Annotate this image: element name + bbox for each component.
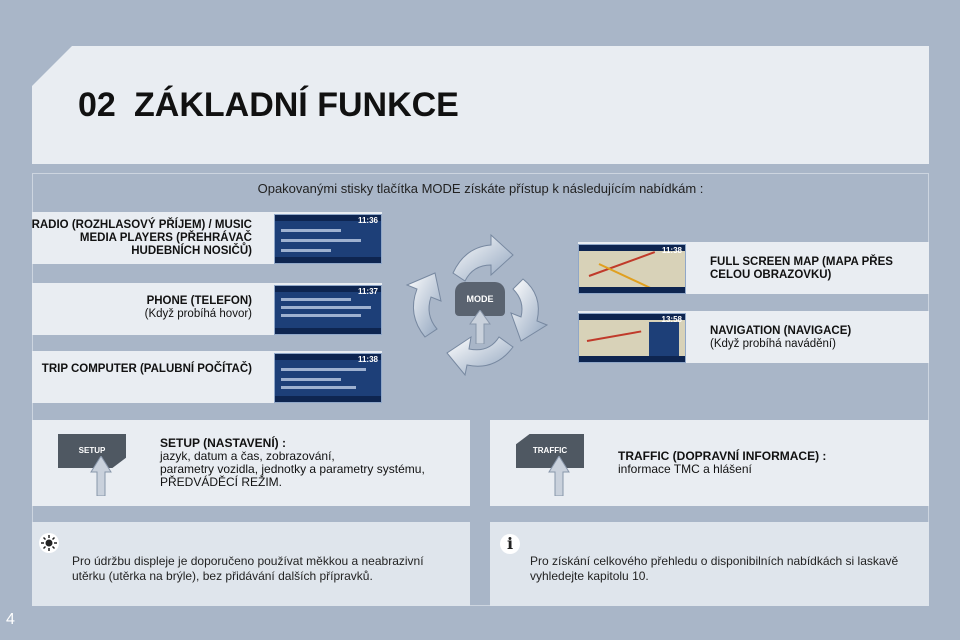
note-line: vyhledejte kapitolu 10. bbox=[530, 569, 649, 583]
mode-row-navigation: 13:58 NAVIGATION (NAVIGACE) (Když probíh… bbox=[578, 311, 929, 363]
chapter-number: 02 bbox=[78, 86, 116, 124]
mode-label-phone: PHONE (TELEFON) (Když probíhá hovor) bbox=[22, 295, 252, 321]
traffic-box: TRAFFIC TRAFFIC (DOPRAVNÍ INFORMACE) : i… bbox=[490, 420, 929, 506]
mode-subtitle-phone: (Když probíhá hovor) bbox=[144, 308, 252, 320]
mode-title-trip: TRIP COMPUTER (PALUBNÍ POČÍTAČ) bbox=[41, 363, 252, 375]
mode-label-radio: RADIO (ROZHLASOVÝ PŘÍJEM) / MUSIC MEDIA … bbox=[22, 219, 252, 258]
mode-title-phone: PHONE (TELEFON) bbox=[146, 295, 252, 307]
info-icon: i bbox=[500, 534, 520, 554]
press-arrow-icon bbox=[469, 310, 491, 344]
traffic-line: informace TMC a hlášení bbox=[618, 462, 752, 476]
sun-icon bbox=[39, 533, 59, 553]
mode-row-radio: RADIO (ROZHLASOVÝ PŘÍJEM) / MUSIC MEDIA … bbox=[32, 212, 382, 264]
mode-subtitle-navigation: (Když probíhá navádění) bbox=[710, 338, 836, 350]
setup-line: PŘEDVÁDĚCÍ REŽIM. bbox=[160, 475, 283, 489]
mode-row-phone: PHONE (TELEFON) (Když probíhá hovor) 11:… bbox=[32, 283, 382, 335]
setup-box: SETUP SETUP (NASTAVENÍ) : jazyk, datum a… bbox=[32, 420, 470, 506]
trip-screen: 11:38 bbox=[274, 353, 382, 403]
press-arrow-icon bbox=[548, 456, 570, 496]
note-line: Pro údržbu displeje je doporučeno použív… bbox=[72, 554, 424, 568]
mode-label-trip: TRIP COMPUTER (PALUBNÍ POČÍTAČ) bbox=[22, 363, 252, 376]
mode-label-navigation: NAVIGATION (NAVIGACE) (Když probíhá navá… bbox=[710, 325, 930, 351]
setup-text: SETUP (NASTAVENÍ) : jazyk, datum a čas, … bbox=[160, 437, 425, 489]
setup-key: SETUP bbox=[58, 434, 126, 468]
screen-time: 11:38 bbox=[661, 246, 682, 255]
phone-screen: 11:37 bbox=[274, 285, 382, 335]
navigation-screen: 13:58 bbox=[578, 313, 686, 363]
traffic-text: TRAFFIC (DOPRAVNÍ INFORMACE) : informace… bbox=[618, 450, 826, 476]
traffic-key: TRAFFIC bbox=[516, 434, 584, 468]
cycle-arrows-icon bbox=[405, 233, 549, 377]
mode-label-map: FULL SCREEN MAP (MAPA PŘES CELOU OBRAZOV… bbox=[710, 256, 930, 282]
chapter-title: ZÁKLADNÍ FUNKCE bbox=[134, 86, 459, 124]
setup-line: jazyk, datum a čas, zobrazování, bbox=[160, 449, 335, 463]
map-screen: 11:38 bbox=[578, 244, 686, 294]
intro-text: Opakovanými stisky tlačítka MODE získáte… bbox=[257, 181, 704, 196]
radio-screen: 11:36 bbox=[274, 214, 382, 264]
traffic-title: TRAFFIC (DOPRAVNÍ INFORMACE) : bbox=[618, 449, 827, 463]
screen-time: 11:38 bbox=[357, 355, 378, 364]
note-line: Pro získání celkového přehledu o disponi… bbox=[530, 554, 899, 568]
note-overview: i Pro získání celkového přehledu o dispo… bbox=[490, 522, 929, 606]
note-line: utěrku (utěrka na brýle), bez přidávání … bbox=[72, 569, 373, 583]
press-arrow-icon bbox=[90, 456, 112, 496]
mode-title-radio: RADIO (ROZHLASOVÝ PŘÍJEM) / MUSIC MEDIA … bbox=[31, 219, 252, 257]
screen-time: 11:37 bbox=[357, 287, 378, 296]
note-maintenance-text: Pro údržbu displeje je doporučeno použív… bbox=[72, 554, 424, 584]
screen-time: 13:58 bbox=[661, 315, 682, 324]
mode-row-trip: TRIP COMPUTER (PALUBNÍ POČÍTAČ) 11:38 bbox=[32, 351, 382, 403]
setup-title: SETUP (NASTAVENÍ) : bbox=[160, 436, 287, 450]
page-number: 4 bbox=[6, 611, 15, 628]
mode-title-navigation: NAVIGATION (NAVIGACE) bbox=[710, 325, 852, 337]
header-panel bbox=[32, 46, 929, 164]
mode-title-map: FULL SCREEN MAP (MAPA PŘES CELOU OBRAZOV… bbox=[710, 256, 893, 281]
mode-row-map: 11:38 FULL SCREEN MAP (MAPA PŘES CELOU O… bbox=[578, 242, 929, 294]
note-maintenance: Pro údržbu displeje je doporučeno použív… bbox=[32, 522, 470, 606]
screen-time: 11:36 bbox=[357, 216, 378, 225]
setup-line: parametry vozidla, jednotky a parametry … bbox=[160, 462, 425, 476]
note-overview-text: Pro získání celkového přehledu o disponi… bbox=[530, 554, 898, 584]
